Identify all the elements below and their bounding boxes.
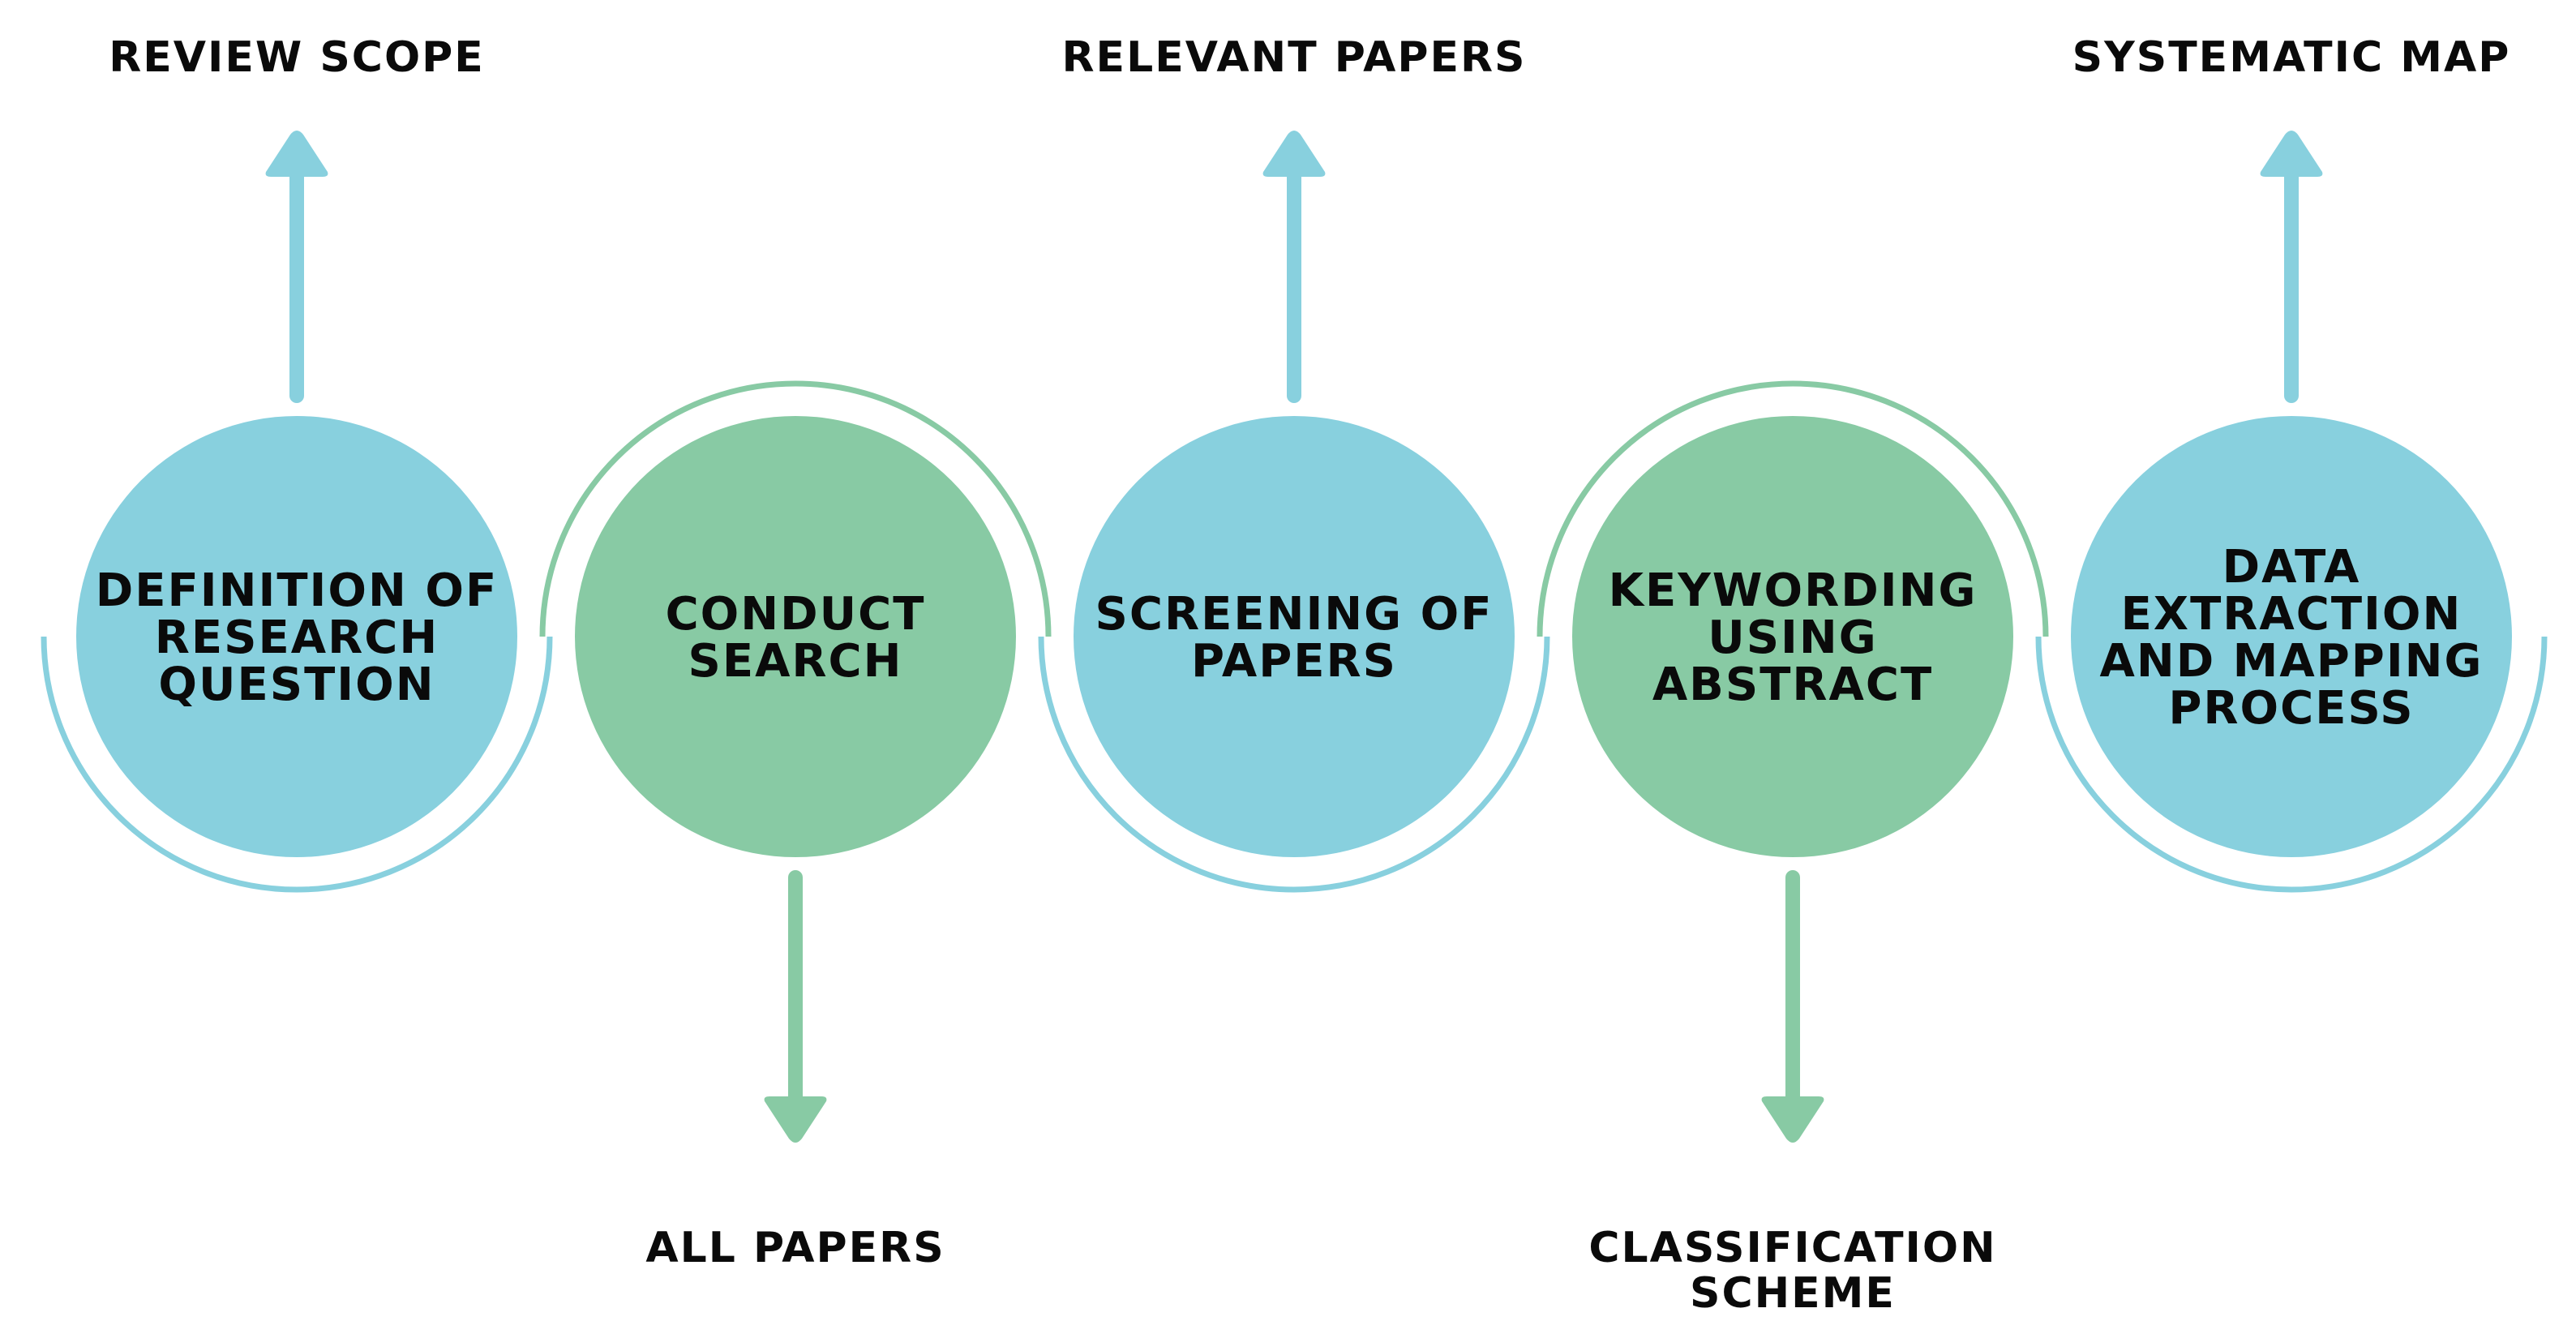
output-arrow: SYSTEMATIC MAP [2072,33,2511,403]
step-label-line: USING [1708,611,1877,664]
step-label-line: ABSTRACT [1652,658,1933,711]
step-label-line: PROCESS [2168,682,2414,735]
output-label-line: RELEVANT PAPERS [1062,33,1527,82]
output-label-line: CLASSIFICATION [1588,1224,1996,1272]
output-label: ALL PAPERS [645,1224,945,1272]
step-label-line: SEARCH [688,635,902,688]
step-label-line: EXTRACTION [2121,588,2462,641]
step-ring-arc [1038,636,1550,893]
step-label-line: QUESTION [158,658,435,711]
step-ring-arc [1537,380,2049,637]
output-arrow: RELEVANT PAPERS [1062,33,1527,403]
step-label-line: AND MAPPING [2099,635,2483,688]
step-circle [76,416,517,857]
step-circle [575,416,1016,857]
output-arrow: REVIEW SCOPE [109,33,485,403]
output-label-line: SYSTEMATIC MAP [2072,33,2511,82]
output-label-line: REVIEW SCOPE [109,33,485,82]
step-label-line: DATA [2222,541,2361,594]
step-circle [2071,416,2512,857]
arrow-down-icon [764,1096,827,1143]
arrow-down-icon [1761,1096,1824,1143]
step-label-line: KEYWORDING [1609,564,1978,617]
step-ring-arc [2035,636,2548,893]
arrow-up-icon [265,131,328,177]
step-ring-arc [539,380,1052,637]
step-ring-arc [41,636,553,893]
output-label: RELEVANT PAPERS [1062,33,1527,82]
step-label-line: RESEARCH [155,611,439,664]
step-label-line: CONDUCT [666,588,926,641]
step-circle [1074,416,1515,857]
arrow-up-icon [1262,131,1326,177]
output-label-line: ALL PAPERS [645,1224,945,1272]
output-label: SYSTEMATIC MAP [2072,33,2511,82]
step-circle [1572,416,2013,857]
arrow-up-icon [2260,131,2323,177]
output-label-line: SCHEME [1690,1269,1896,1318]
output-arrow: ALL PAPERS [645,870,945,1272]
step-label-line: SCREENING OF [1095,588,1494,641]
step-label-line: DEFINITION OF [96,564,498,617]
output-label: REVIEW SCOPE [109,33,485,82]
step-label-line: PAPERS [1191,635,1397,688]
